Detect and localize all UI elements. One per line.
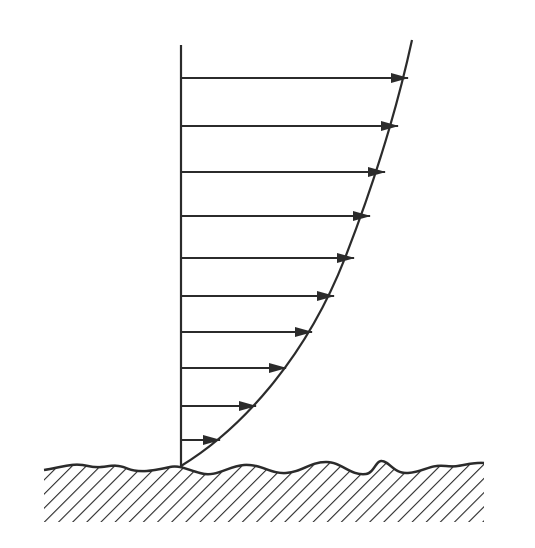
velocity-arrows [181,73,409,445]
ground-hatching [44,460,484,522]
rough-surface-line [43,459,485,476]
velocity-profile-curve [180,39,414,467]
